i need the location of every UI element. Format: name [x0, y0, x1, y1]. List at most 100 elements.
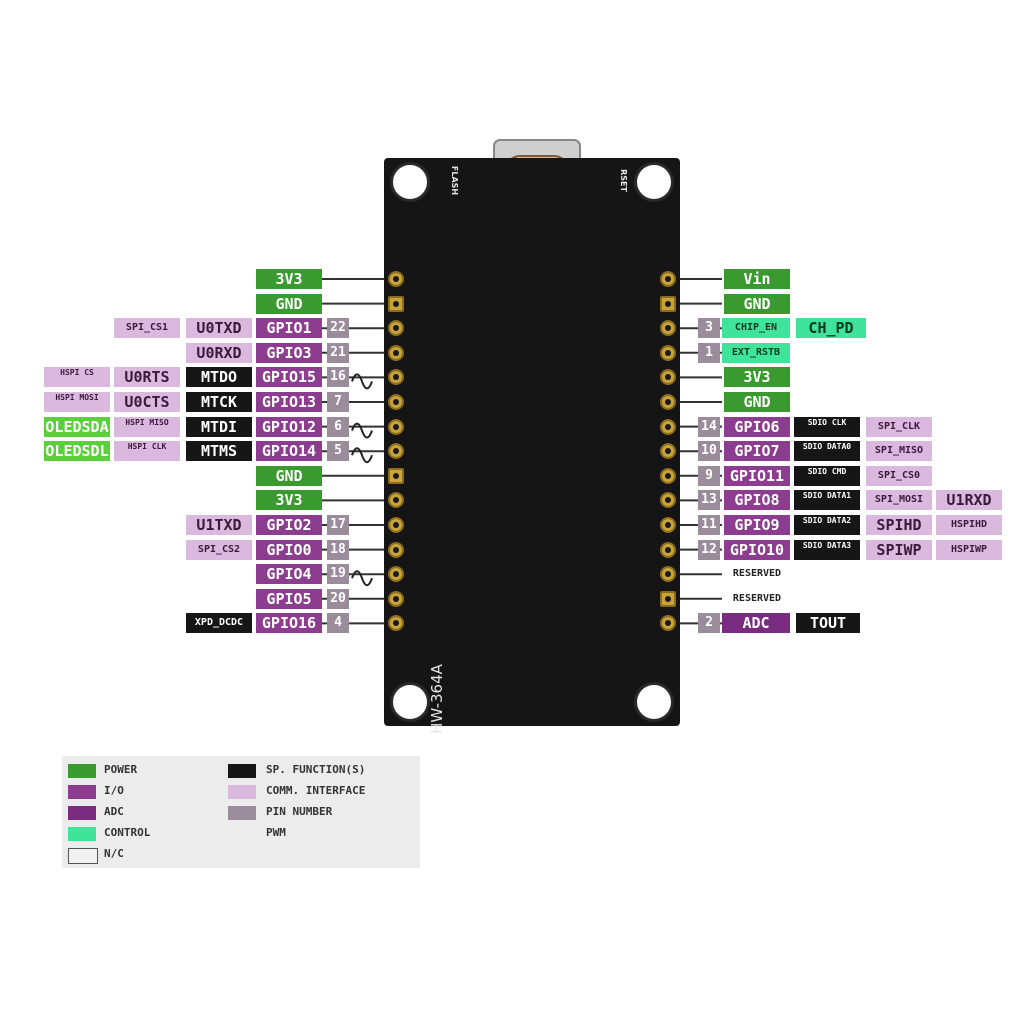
left-pin-xpd-dcdc-label: XPD_DCDC — [186, 613, 252, 634]
right-pin-sdio-clk-label: SDIO CLK — [794, 416, 860, 437]
right-pin-sdio-data1-label: SDIO DATA1 — [794, 490, 860, 511]
left-pin-pad — [388, 344, 404, 361]
left-pin-pad — [388, 418, 404, 435]
left-pin-3v3-label: 3V3 — [256, 269, 322, 289]
left-pin-hspi-mosi-label: HSPI MOSI — [44, 392, 110, 412]
right-pin-gpio11-label: GPIO11 — [724, 465, 790, 486]
left-pin-gpio1-label: GPIO1 — [256, 318, 322, 339]
right-pin-gnd-label: GND — [724, 293, 790, 314]
left-pin-pad — [388, 443, 404, 460]
left-pin-gpio14-label: GPIO14 — [256, 441, 322, 462]
board-model-label: HW-364A — [427, 664, 446, 734]
left-pin-pad — [388, 590, 404, 607]
left-pin-gnd-label: GND — [256, 293, 322, 314]
right-pin-pad — [660, 320, 676, 337]
right-pin-gpio9-label: GPIO9 — [724, 515, 790, 535]
right-pin-gpio7-label: GPIO7 — [724, 441, 790, 462]
right-pin-number: 12 — [698, 539, 720, 560]
legend-swatch-comm-interface — [228, 785, 256, 799]
left-pin-pad — [388, 541, 404, 558]
left-pin-number: 19 — [327, 564, 349, 585]
left-pin-u0txd-label: U0TXD — [186, 318, 252, 339]
legend-swatch-i-o — [68, 785, 96, 799]
right-pin-number: 11 — [698, 515, 720, 535]
right-pin-vin-label: Vin — [724, 269, 790, 289]
right-pin-pad — [660, 615, 676, 632]
right-pin-gnd-label: GND — [724, 392, 790, 412]
left-pin-mtck-label: MTCK — [186, 392, 252, 412]
left-pin-spi-cs2-label: SPI_CS2 — [186, 539, 252, 560]
left-pin-pad — [388, 369, 404, 386]
legend-label-comm-interface: COMM. INTERFACE — [266, 784, 366, 797]
right-pin-reserved-label: RESERVED — [722, 588, 792, 609]
legend-label-adc: ADC — [104, 805, 124, 818]
right-pin-spihd-label: SPIHD — [866, 515, 932, 535]
left-pin-mtms-label: MTMS — [186, 441, 252, 462]
board-pcb — [384, 158, 680, 726]
right-pin-reserved-label: RESERVED — [722, 564, 792, 585]
mount-hole-top-left — [390, 162, 430, 202]
left-pin-u1txd-label: U1TXD — [186, 515, 252, 535]
left-pin-pad — [388, 467, 404, 484]
mount-hole-bottom-left — [390, 682, 430, 722]
mount-hole-top-right — [634, 162, 674, 202]
left-pin-number: 16 — [327, 367, 349, 388]
right-pin-chip-en-label: CHIP_EN — [722, 318, 790, 339]
left-pin-hspi-miso-label: HSPI MISO — [114, 416, 180, 437]
left-pin-mtdo-label: MTDO — [186, 367, 252, 388]
left-pin-number: 7 — [327, 392, 349, 412]
right-pin-pad — [660, 566, 676, 583]
right-pin-number: 1 — [698, 342, 720, 363]
left-pin-gpio5-label: GPIO5 — [256, 588, 322, 609]
right-pin-number: 13 — [698, 490, 720, 511]
left-pin-number: 21 — [327, 342, 349, 363]
left-pin-pad — [388, 271, 404, 287]
left-pin-number: 6 — [327, 416, 349, 437]
right-pin-pad — [660, 418, 676, 435]
left-pin-pad — [388, 615, 404, 632]
left-pin-number: 4 — [327, 613, 349, 634]
right-pin-sdio-data2-label: SDIO DATA2 — [794, 515, 860, 535]
legend-swatch-n-c — [68, 848, 98, 864]
left-pin-u0cts-label: U0CTS — [114, 392, 180, 412]
left-pin-oledsdl-label: OLEDSDL — [44, 441, 110, 462]
left-pin-oledsda-label: OLEDSDA — [44, 416, 110, 437]
mount-hole-bottom-right — [634, 682, 674, 722]
right-pin-number: 2 — [698, 613, 720, 634]
left-pin-gpio12-label: GPIO12 — [256, 416, 322, 437]
right-pin-spi-mosi-label: SPI_MOSI — [866, 490, 932, 511]
right-pin-pad — [660, 271, 676, 287]
right-pin-pad — [660, 492, 676, 509]
legend-label-i-o: I/O — [104, 784, 124, 797]
left-pin-u0rts-label: U0RTS — [114, 367, 180, 388]
left-pin-number: 17 — [327, 515, 349, 535]
pwm-icon — [351, 570, 373, 587]
right-pin-sdio-data3-label: SDIO DATA3 — [794, 539, 860, 560]
pwm-icon — [351, 422, 373, 439]
left-pin-number: 22 — [327, 318, 349, 339]
right-pin-u1rxd-label: U1RXD — [936, 490, 1002, 511]
right-pin-pad — [660, 443, 676, 460]
left-pin-pad — [388, 492, 404, 509]
pwm-icon — [351, 373, 373, 390]
left-pin-pad — [388, 566, 404, 583]
right-pin-gpio6-label: GPIO6 — [724, 416, 790, 437]
right-pin-sdio-data0-label: SDIO DATA0 — [794, 441, 860, 462]
legend-label-power: POWER — [104, 763, 138, 776]
legend-swatch-power — [68, 764, 96, 778]
pwm-icon — [351, 447, 373, 464]
right-pin-hspiwp-label: HSPIWP — [936, 539, 1002, 560]
left-pin-gpio4-label: GPIO4 — [256, 564, 322, 585]
right-pin-pad — [660, 541, 676, 558]
right-pin-sdio-cmd-label: SDIO CMD — [794, 465, 860, 486]
left-pin-number: 18 — [327, 539, 349, 560]
right-pin-spi-clk-label: SPI_CLK — [866, 416, 932, 437]
left-pin-pad — [388, 320, 404, 337]
right-pin-gpio10-label: GPIO10 — [724, 539, 790, 560]
left-pin-gpio16-label: GPIO16 — [256, 613, 322, 634]
left-pin-u0rxd-label: U0RXD — [186, 342, 252, 363]
left-pin-mtdi-label: MTDI — [186, 416, 252, 437]
right-pin-adc-label: ADC — [722, 613, 790, 634]
legend-swatch-pin-number — [228, 806, 256, 820]
